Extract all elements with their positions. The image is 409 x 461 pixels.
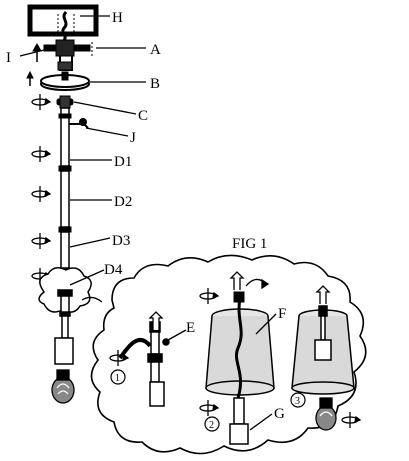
label-d2: D2 [114, 194, 132, 210]
label-f: F [278, 306, 286, 322]
rotate-arrow-icon [31, 233, 52, 249]
up-arrow-icon [229, 271, 270, 290]
rotate-arrow-icon [109, 350, 130, 366]
lamp-holder [54, 315, 74, 365]
rotate-arrow-icon [199, 400, 220, 416]
label-h: H [112, 10, 123, 26]
leader-lines [19, 15, 146, 303]
label-d1: D1 [114, 154, 132, 170]
label-d3: D3 [112, 233, 130, 249]
rotate-arrow-icon [341, 412, 362, 428]
label-j: J [130, 130, 136, 146]
extension-rods [58, 107, 72, 294]
label-g: G [274, 406, 285, 422]
rotate-arrow-icon [31, 186, 52, 202]
step-number-3: 3 [295, 396, 300, 407]
label-d4: D4 [104, 262, 123, 278]
label-b: B [150, 76, 160, 92]
lamp-shade-icon [205, 308, 275, 396]
label-i: I [6, 50, 11, 66]
lamp-holder-g [229, 397, 249, 445]
suspension-cable [233, 291, 245, 399]
bulb-icon [315, 397, 337, 431]
leader-lines-fig1 [167, 313, 277, 431]
step-number-1: 1 [115, 373, 120, 384]
bulb-icon [51, 369, 75, 404]
canopy-icon [27, 4, 99, 42]
lamp-shade-icon [291, 305, 355, 395]
rotate-arrow-icon [31, 146, 52, 162]
up-arrow-icon [315, 285, 331, 304]
wire-hook [69, 118, 89, 129]
step-number-2: 2 [209, 420, 214, 431]
detail-bubble-small [38, 267, 92, 317]
label-e: E [186, 320, 195, 336]
label-a: A [150, 42, 161, 58]
up-arrow-icon [148, 311, 164, 330]
mounting-bracket [43, 39, 91, 71]
step-number-circles [110, 369, 306, 432]
figure-title: FIG 1 [232, 236, 267, 252]
up-arrow-icon [26, 70, 34, 86]
rotate-arrow-icon [31, 94, 52, 110]
locking-nut [56, 95, 74, 109]
canopy-plate [40, 71, 90, 91]
label-c: C [138, 108, 148, 124]
rotate-arrow-icon [199, 288, 220, 304]
